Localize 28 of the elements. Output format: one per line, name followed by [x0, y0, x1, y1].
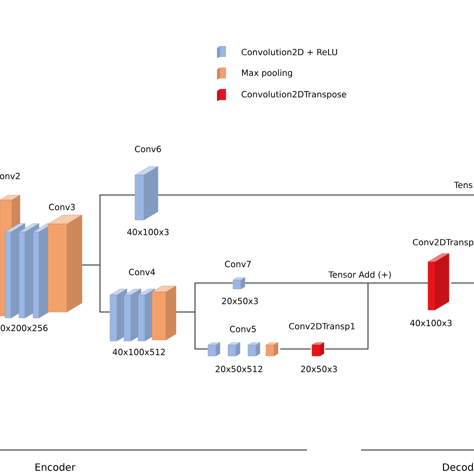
legend-label: Convolution2D + ReLU: [242, 48, 338, 56]
connector-line: [174, 312, 208, 350]
section-label: Encoder: [36, 463, 76, 471]
layer-name: Conv2DTransp1: [289, 322, 355, 332]
connector-line: [324, 282, 428, 350]
layer-name: Conv7: [225, 260, 251, 268]
size-label: 20x50x3: [222, 298, 258, 304]
layer-name: Conv4: [129, 268, 155, 276]
size-label: 0x200x256: [0, 324, 48, 332]
size-label: 20x50x512: [216, 366, 262, 372]
connector-line: [158, 194, 474, 196]
connector-line: [280, 348, 312, 350]
connector-line: [82, 264, 110, 312]
section-label: Decod: [442, 463, 473, 471]
edge-label: Tensor Add (+): [327, 270, 393, 280]
layer-name: Conv2DTransp: [412, 238, 474, 248]
legend-label: Convolution2DTranspose: [242, 90, 346, 100]
size-label: 40x100x3: [410, 320, 452, 326]
size-label: 40x100x3: [127, 228, 169, 236]
size-label: 40x100x512: [112, 348, 165, 356]
layer-name: onv2: [0, 172, 20, 180]
layer-name: Conv3: [49, 204, 75, 210]
layer-name: Conv5: [230, 326, 256, 332]
legend-label: Max pooling: [242, 69, 292, 78]
connector-line: [450, 282, 474, 284]
edge-label: Tens: [453, 180, 474, 190]
size-label: 20x50x3: [301, 366, 337, 372]
layer-name: Conv6: [135, 146, 161, 152]
